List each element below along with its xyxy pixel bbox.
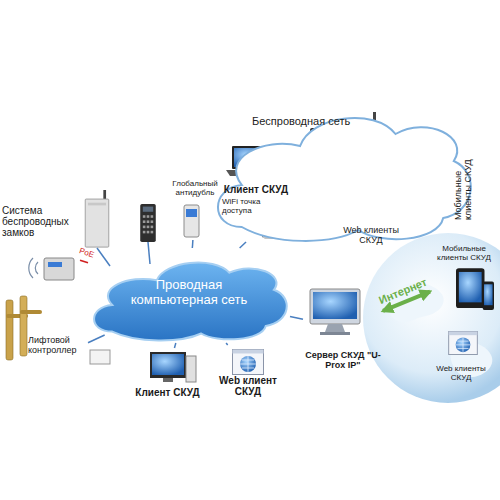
- device-node: Глобальный антидубль: [168, 180, 222, 240]
- node-label: Мобильные клиенты СКУД: [430, 245, 498, 263]
- web-window-icon: [449, 331, 478, 354]
- device-node: Лифтовой контроллер: [28, 335, 113, 367]
- client-device: Мобильные клиенты СКУД: [405, 140, 473, 220]
- connector: [192, 240, 194, 248]
- connector: [240, 242, 246, 248]
- node-label: Лифтовой контроллер: [28, 335, 86, 355]
- globe: [363, 233, 500, 403]
- node-label: Web клиент СКУД: [208, 375, 288, 397]
- node-label: Глобальный антидубль: [168, 180, 222, 198]
- lift-controller-box: [90, 350, 110, 364]
- server-icon: [325, 324, 345, 332]
- client-device: Web клиенты СКУД: [425, 325, 497, 383]
- node-label: Клиент СКУД: [220, 184, 292, 195]
- node-label: Мобильные клиенты СКУД: [453, 140, 473, 220]
- node-label: Система беспроводных замков: [2, 205, 80, 239]
- node-label: Клиент СКУД: [135, 387, 200, 398]
- edge-label: Интернет: [377, 276, 429, 306]
- client-device: Web клиент СКУД: [208, 345, 288, 397]
- node-label: Сервер СКУД "U-Prox IP": [303, 350, 383, 370]
- desktop-icon: [152, 354, 184, 375]
- desktop-icon: [150, 352, 186, 378]
- connector: [88, 335, 105, 343]
- server-node: Сервер СКУД "U-Prox IP": [303, 285, 383, 370]
- door-lock: [20, 310, 42, 314]
- antipassback-device: [186, 209, 197, 217]
- controller-icon: [85, 190, 109, 247]
- leader-line: [97, 248, 110, 266]
- edge-label: PoE: [78, 247, 95, 260]
- lock-controller: [48, 262, 62, 267]
- device-node: Система беспроводных замков: [2, 205, 80, 290]
- server-icon: [320, 332, 350, 335]
- cloud-shape: [218, 118, 471, 241]
- server-icon: [313, 292, 357, 319]
- client-device: Клиент СКУД: [135, 348, 200, 398]
- server-icon: [310, 289, 360, 335]
- connector: [80, 260, 88, 263]
- leader-line: [148, 242, 150, 264]
- lock-controller: [44, 258, 74, 280]
- leader-line: [97, 242, 150, 266]
- desktop-icon: [150, 352, 196, 382]
- node-label: WiFi точка доступа: [222, 198, 272, 216]
- door-lock: [20, 296, 27, 356]
- client-device: Мобильные клиенты СКУД: [430, 245, 498, 310]
- connector: [290, 316, 303, 319]
- lock-controller: [29, 258, 38, 278]
- server-icon: [310, 289, 360, 324]
- lift-controller-box: [90, 350, 110, 364]
- web-window-icon: [233, 350, 264, 375]
- node-label: Беспроводная сеть: [252, 115, 382, 127]
- connector: [226, 343, 228, 345]
- desktop-icon: [163, 378, 173, 382]
- antipassback-device: [184, 205, 199, 237]
- node-label: Web клиенты СКУД: [425, 365, 497, 383]
- device-node: WiFi точка доступа: [222, 198, 317, 242]
- globe: [363, 233, 500, 403]
- connector: [174, 343, 175, 348]
- cloud-shape: [94, 263, 287, 341]
- desktop-icon: [186, 356, 196, 382]
- wired-cloud: Проводная компьютерная сеть: [88, 248, 290, 343]
- lock-controller: [29, 258, 74, 280]
- antipassback-device: [184, 205, 199, 237]
- node-label: Проводная компьютерная сеть: [114, 278, 264, 307]
- wireless-cloud: Беспроводная сетьКлиент СКУД Web клиенты …: [210, 95, 475, 245]
- node-label: Web клиенты СКУД: [335, 225, 407, 245]
- client-device: Клиент СКУД: [220, 140, 292, 195]
- tablet-icon: [456, 268, 494, 310]
- client-device: Web клиенты СКУД: [335, 195, 407, 245]
- door-lock: [6, 300, 13, 360]
- keypad-icon: [140, 204, 156, 242]
